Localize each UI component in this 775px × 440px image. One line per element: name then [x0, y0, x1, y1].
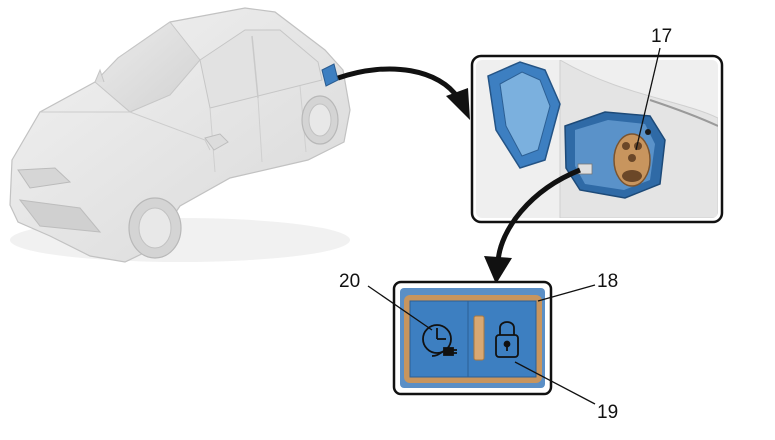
car-side-windows [199, 29, 323, 109]
timer-button [409, 300, 469, 378]
detail-small-led [645, 129, 651, 135]
car-mirror [204, 133, 229, 151]
car-charging-flap [321, 63, 339, 87]
leader-line-19 [514, 361, 596, 405]
button-panel [392, 280, 553, 396]
car-rear-wheel [301, 95, 339, 145]
car-illustration [9, 7, 351, 263]
timer-plug-icon [422, 324, 457, 357]
detail-trim-line [649, 99, 718, 127]
detail-panel [470, 54, 724, 224]
charging-socket [613, 133, 651, 187]
callout-20: 20 [339, 271, 361, 292]
leader-line-17 [635, 47, 661, 151]
car-headlight [17, 167, 72, 189]
car-front-wheel [128, 197, 182, 259]
car-hood-line [40, 111, 211, 151]
car-grille [18, 199, 102, 233]
leader-line-18 [537, 284, 596, 302]
arrow-to-detail [337, 66, 470, 120]
padlock-icon [495, 321, 519, 358]
callout-19: 19 [597, 402, 619, 423]
open-charging-flap-inner [499, 71, 551, 157]
car-b-pillar [251, 35, 259, 99]
leader-line-20 [367, 285, 433, 331]
arrow-to-buttons [484, 167, 581, 284]
callout-18: 18 [597, 271, 619, 292]
callout-17: 17 [651, 26, 673, 47]
car-antenna [94, 68, 105, 83]
